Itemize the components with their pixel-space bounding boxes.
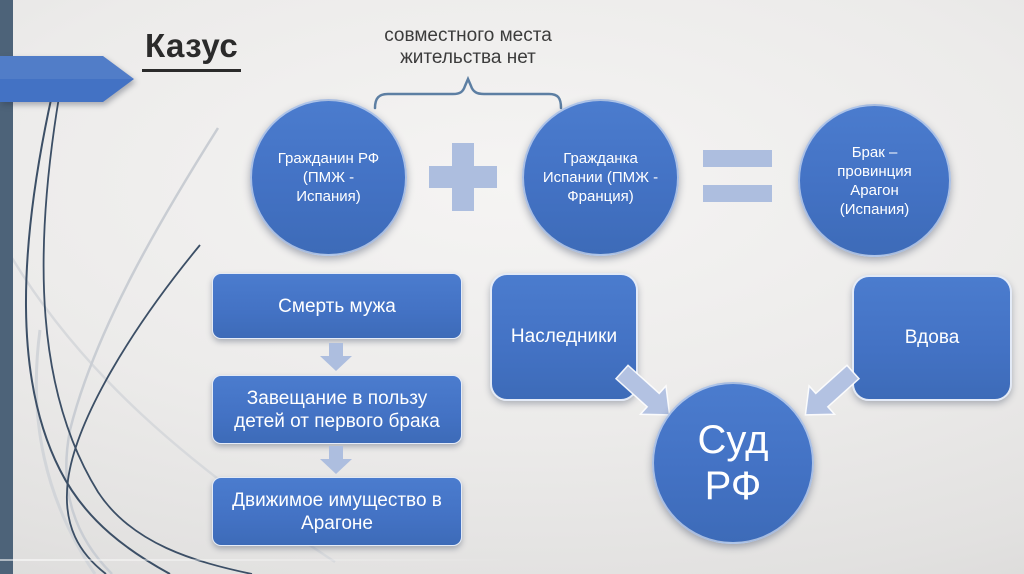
- marriage-label: Брак – провинция Арагон (Испания): [837, 143, 912, 218]
- husband-circle: Гражданин РФ (ПМЖ - Испания): [250, 99, 407, 256]
- step-will-label: Завещание в пользу детей от первого брак…: [234, 387, 440, 432]
- step-will-box: Завещание в пользу детей от первого брак…: [212, 375, 462, 444]
- step-property-label: Движимое имущество в Арагоне: [232, 489, 442, 534]
- down-arrow-icon: [320, 446, 352, 474]
- equals-icon: [703, 150, 772, 167]
- court-circle: Суд РФ: [652, 382, 814, 544]
- step-death-box: Смерть мужа: [212, 273, 462, 339]
- left-edge-bar: [0, 0, 13, 574]
- converge-arrow-right-icon: [804, 364, 861, 416]
- step-death-label: Смерть мужа: [278, 295, 396, 317]
- wife-circle: Гражданка Испании (ПМЖ - Франция): [522, 99, 679, 256]
- widow-label: Вдова: [904, 327, 960, 348]
- heirs-box: Наследники: [490, 273, 638, 401]
- widow-box: Вдова: [852, 275, 1012, 401]
- court-label: Суд РФ: [697, 418, 769, 508]
- step-property-box: Движимое имущество в Арагоне: [212, 477, 462, 546]
- wife-label: Гражданка Испании (ПМЖ - Франция): [542, 150, 659, 205]
- converge-arrow-left-icon: [614, 364, 671, 416]
- brace-icon: [373, 75, 563, 110]
- marriage-circle: Брак – провинция Арагон (Испания): [798, 104, 951, 257]
- down-arrow-icon: [320, 343, 352, 371]
- husband-label: Гражданин РФ (ПМЖ - Испания): [277, 150, 380, 205]
- annotation-line-1: совместного места: [384, 25, 552, 46]
- page-title: Казус: [142, 27, 242, 72]
- banner-arrow-icon: [0, 56, 134, 102]
- heirs-label: Наследники: [510, 326, 618, 347]
- top-annotation: совместного места жительства нет: [330, 25, 606, 69]
- plus-icon: [452, 143, 474, 211]
- equals-icon: [703, 185, 772, 202]
- floor-highlight: [0, 559, 520, 561]
- annotation-line-2: жительства нет: [400, 47, 536, 68]
